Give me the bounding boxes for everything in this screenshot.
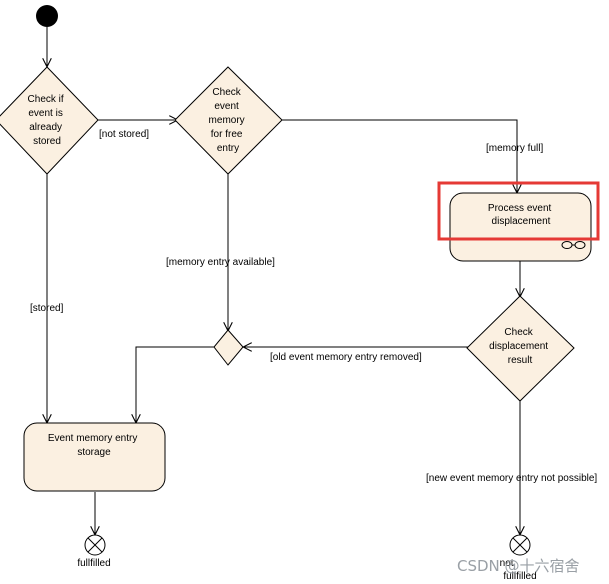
action-event-memory-entry-storage-line-1: Event memory entry bbox=[48, 433, 137, 444]
decision-check-stored-shape bbox=[0, 66, 99, 175]
decision-check-displacement-result-label: Check displacement result bbox=[489, 327, 551, 366]
decision-check-stored-line-2: event is bbox=[28, 108, 62, 119]
label-memory-full: [memory full] bbox=[486, 143, 543, 154]
action-event-memory-entry-storage-label: Event memory entry storage bbox=[48, 433, 140, 458]
action-process-event-displacement-line-1: Process event bbox=[488, 203, 552, 214]
flow-final-not-fulfilled: not fullfilled bbox=[500, 534, 537, 582]
flow-final-not-fulfilled-label: not fullfilled bbox=[500, 558, 537, 582]
label-not-stored: [not stored] bbox=[99, 129, 149, 140]
edge-labels: [not stored] [memory full] [memory entry… bbox=[30, 129, 597, 484]
decision-check-stored-line-4: stored bbox=[33, 136, 61, 147]
decision-check-free-entry-line-3: memory bbox=[209, 115, 245, 126]
decision-check-free-entry: Check event memory for free entry bbox=[174, 66, 283, 175]
decision-check-displacement-result-line-3: result bbox=[508, 355, 533, 366]
decision-check-displacement-result-line-1: Check bbox=[504, 327, 533, 338]
decision-check-stored-line-3: already bbox=[29, 122, 62, 133]
label-memory-entry-available: [memory entry available] bbox=[166, 257, 275, 268]
action-process-event-displacement-line-2: displacement bbox=[492, 216, 551, 227]
label-new-event-not-possible: [new event memory entry not possible] bbox=[426, 473, 597, 484]
action-event-memory-entry-storage: Event memory entry storage bbox=[23, 422, 166, 492]
action-process-event-displacement-label: Process event displacement bbox=[488, 203, 554, 227]
decision-check-stored-label: Check if event is already stored bbox=[28, 94, 67, 147]
start-node bbox=[36, 5, 58, 27]
flow-final-not-fulfilled-line-1: not bbox=[500, 558, 514, 569]
watermark-text: CSDN @十六宿舍 bbox=[457, 557, 580, 575]
edge-memory-full bbox=[281, 119, 517, 192]
decision-check-displacement-result-line-2: displacement bbox=[489, 341, 548, 352]
call-behavior-rake-icon bbox=[561, 241, 586, 249]
flow-final-fulfilled-label: fullfilled bbox=[77, 558, 110, 569]
action-event-memory-entry-storage-line-2: storage bbox=[77, 447, 111, 458]
flow-final-fulfilled: fullfilled bbox=[77, 534, 111, 569]
decision-check-stored: Check if event is already stored bbox=[0, 66, 99, 175]
edge-merge-to-storage bbox=[136, 346, 214, 422]
decision-check-free-entry-label: Check event memory for free entry bbox=[209, 87, 248, 154]
label-old-event-removed: [old event memory entry removed] bbox=[270, 352, 422, 363]
action-process-event-displacement: Process event displacement bbox=[449, 192, 592, 262]
decision-check-displacement-result-shape bbox=[466, 295, 575, 402]
highlight-box bbox=[437, 181, 600, 241]
decision-check-free-entry-line-1: Check bbox=[212, 87, 241, 98]
flow-final-not-fulfilled-line-2: fullfilled bbox=[503, 571, 536, 582]
action-process-event-displacement-shape bbox=[449, 192, 592, 262]
decision-check-free-entry-line-2: event bbox=[214, 101, 239, 112]
label-stored: [stored] bbox=[30, 303, 64, 314]
action-event-memory-entry-storage-shape bbox=[23, 422, 166, 492]
merge-node bbox=[213, 329, 244, 366]
decision-check-free-entry-line-4: for free bbox=[211, 129, 243, 140]
decision-check-free-entry-line-5: entry bbox=[217, 143, 239, 154]
decision-check-stored-line-1: Check if bbox=[28, 94, 64, 105]
edges bbox=[47, 27, 520, 534]
decision-check-displacement-result: Check displacement result bbox=[466, 295, 575, 402]
decision-check-free-entry-shape bbox=[174, 66, 283, 175]
